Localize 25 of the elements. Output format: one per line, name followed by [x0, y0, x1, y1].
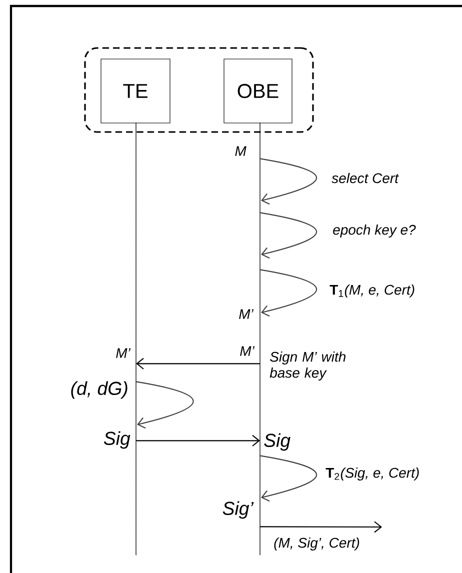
message-label: Sig’: [222, 501, 254, 519]
message-arrow: [136, 358, 260, 370]
message-arrow: [136, 434, 260, 446]
edge-label: epoch key e?: [331, 223, 418, 239]
entity-box: TE: [100, 58, 170, 124]
message-label: (d, dG): [71, 381, 128, 399]
message-label: M’: [240, 346, 255, 356]
note: Sign M’ with base key: [270, 351, 346, 381]
message-label: M’: [116, 348, 131, 358]
edge-label: (M, Sig’, Cert): [272, 536, 362, 552]
message-label: Sig: [264, 433, 290, 451]
edge-label: T$_{2}$(Sig, e, Cert): [324, 466, 421, 482]
group-box: [84, 47, 314, 133]
loop-arrow: [260, 158, 317, 205]
loop-arrow: [260, 269, 317, 317]
message-label: M’: [239, 309, 254, 319]
loop-arrow: [260, 455, 317, 502]
message-label: Sig: [104, 431, 130, 449]
loop-arrow: [136, 381, 194, 429]
edge-label: T$_{1}$(M, e, Cert): [328, 283, 416, 299]
message-label: M: [235, 146, 246, 156]
arrow: [260, 521, 382, 533]
entity-box: OBE: [224, 58, 292, 124]
edge-label: select Cert: [330, 172, 400, 184]
loop-arrow: [260, 212, 317, 259]
